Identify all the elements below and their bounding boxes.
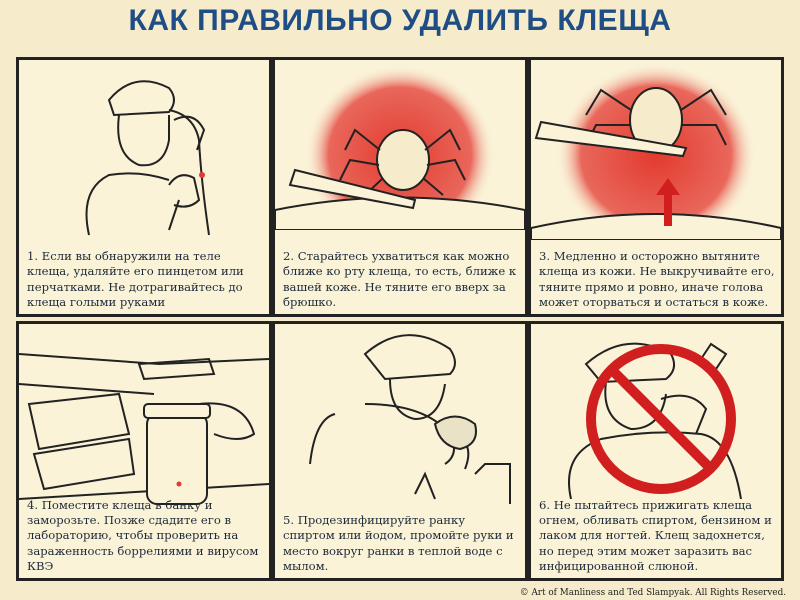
- step-1-text: 1. Если вы обнаружили на теле клеща, уда…: [27, 249, 244, 309]
- jar-icon: [146, 413, 208, 505]
- tick-icon: [376, 129, 430, 191]
- dont-burn-tick-illustration: [568, 342, 742, 499]
- copyright-credit: © Art of Manliness and Ted Slampyak. All…: [519, 588, 786, 598]
- step-3-text: 3. Медленно и осторожно вытяните клеща и…: [539, 249, 775, 309]
- step-panel-6: 6. Не пытайтесь прижигать клеща огнем, о…: [528, 321, 784, 581]
- page-title: КАК ПРАВИЛЬНО УДАЛИТЬ КЛЕЩА: [128, 4, 672, 37]
- jar-in-freezer-illustration: [19, 353, 269, 505]
- step-panel-3: 3. Медленно и осторожно вытяните клеща и…: [528, 57, 784, 317]
- up-arrow-icon: [664, 192, 672, 226]
- step-panel-2: 2. Старайтесь ухватиться как можно ближе…: [272, 57, 528, 317]
- step-panel-4: 4. Поместите клеща в банку и заморозьте.…: [16, 321, 272, 581]
- tweezers-icon: [288, 168, 417, 210]
- step-5-text: 5. Продезинфицируйте ранку спиртом или й…: [283, 513, 514, 573]
- step-4-text: 4. Поместите клеща в банку и заморозьте.…: [27, 497, 259, 573]
- step-panel-1: 1. Если вы обнаружили на теле клеща, уда…: [16, 57, 272, 317]
- tweezers-icon: [534, 120, 688, 158]
- pull-tick-out-illustration: [531, 63, 781, 240]
- man-checking-arm-illustration: [85, 80, 210, 236]
- step-panel-5: 5. Продезинфицируйте ранку спиртом или й…: [272, 321, 528, 581]
- soap-lather-icon: [433, 415, 477, 451]
- tick-in-jar-icon: [176, 481, 182, 487]
- tweezers-grab-tick-illustration: [275, 65, 525, 230]
- prohibition-icon: [586, 344, 736, 494]
- tick-spot-icon: [199, 172, 205, 178]
- step-6-text: 6. Не пытайтесь прижигать клеща огнем, о…: [539, 497, 772, 573]
- washing-hands-illustration: [309, 334, 511, 504]
- step-2-text: 2. Старайтесь ухватиться как можно ближе…: [283, 249, 517, 309]
